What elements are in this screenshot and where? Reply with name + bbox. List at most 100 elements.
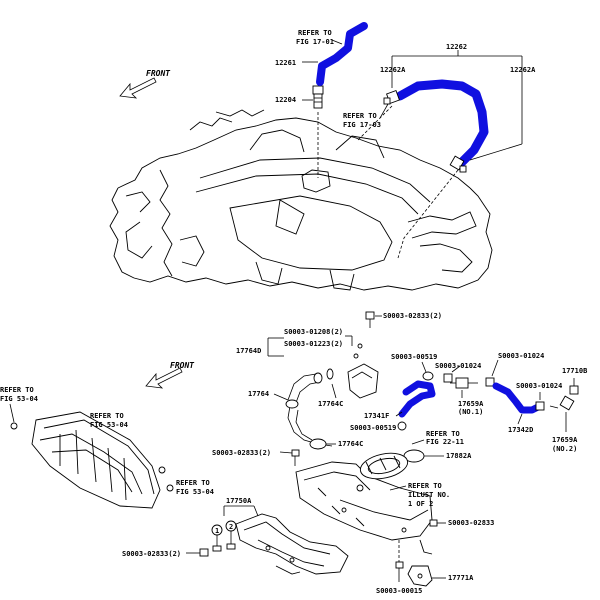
engine-outline bbox=[109, 109, 493, 291]
label-s0003-01024-c: S0003-01024 bbox=[516, 382, 562, 390]
callout-2: 2 bbox=[225, 520, 237, 532]
leader-01024-a bbox=[451, 365, 461, 373]
clamp-s0003-01024-a bbox=[443, 373, 453, 383]
refer-fig-53-04-low-line2: FIG 53-04 bbox=[176, 488, 214, 496]
label-s0003-01024-a: S0003-01024 bbox=[435, 362, 481, 370]
front-arrow-bottom: FRONT bbox=[145, 361, 195, 389]
hose-12261 bbox=[316, 22, 368, 86]
hose-17341F bbox=[398, 380, 436, 418]
label-s0003-00519-b: S0003-00519 bbox=[350, 424, 396, 432]
leader-17342D bbox=[517, 413, 523, 425]
label-12261: 12261 bbox=[275, 59, 296, 67]
label-17750A: 17750A bbox=[226, 497, 252, 505]
bracket-17764D bbox=[347, 343, 379, 399]
bracket-17771A bbox=[407, 565, 446, 587]
front-label-bottom: FRONT bbox=[170, 361, 195, 370]
clamp-17764C-b bbox=[309, 438, 336, 450]
label-s0003-00015: S0003-00015 bbox=[376, 587, 422, 595]
callout-2-label: 2 bbox=[229, 523, 233, 531]
bracket-12262 bbox=[379, 50, 523, 161]
refer-fig-22-11-line1: REFER TO bbox=[426, 430, 460, 438]
front-label-top: FRONT bbox=[146, 69, 171, 78]
label-17341F: 17341F bbox=[364, 412, 389, 420]
leader-01024-b bbox=[491, 359, 499, 377]
refer-illust-line1: REFER TO bbox=[408, 482, 442, 490]
leader-s0003-00519-a bbox=[421, 361, 427, 373]
leaders-top-left bbox=[302, 39, 343, 101]
clamp-s0003-00519-b bbox=[397, 421, 407, 431]
label-s0003-02833-r: S0003-02833 bbox=[448, 519, 494, 527]
bolt-s0003-02833-low bbox=[186, 548, 209, 557]
label-17771A: 17771A bbox=[448, 574, 474, 582]
label-17764C-a: 17764C bbox=[318, 400, 343, 408]
label-s0003-01208: S0003-01208(2) bbox=[284, 328, 343, 336]
fitting-17710B bbox=[569, 378, 579, 395]
callout-1-label: 1 bbox=[215, 527, 219, 535]
front-arrow-top: FRONT bbox=[119, 69, 171, 99]
label-s0003-02833-top: S0003-02833(2) bbox=[383, 312, 442, 320]
bolt-s0003-02833-mid bbox=[279, 449, 300, 466]
hose-12262 bbox=[395, 79, 489, 167]
clamp-s0003-01024-c bbox=[535, 401, 545, 411]
leader-17750A bbox=[223, 505, 259, 517]
label-s0003-01024-b: S0003-01024 bbox=[498, 352, 544, 360]
label-17659A-no1-line2: (NO.1) bbox=[458, 408, 483, 416]
label-s0003-01223: S0003-01223(2) bbox=[284, 340, 343, 348]
callout-1: 1 bbox=[211, 524, 223, 536]
label-17659A-no2-line1: 17659A bbox=[552, 436, 578, 444]
leader-17764 bbox=[273, 393, 289, 401]
refer-fig-17-03-line2: FIG 17-03 bbox=[343, 121, 381, 129]
refer-fig-53-04-mid-line1: REFER TO bbox=[90, 412, 124, 420]
leader-refer-illust bbox=[389, 485, 407, 491]
leader-17764D bbox=[267, 335, 353, 357]
label-s0003-00519-a: S0003-00519 bbox=[391, 353, 437, 361]
label-17710B: 17710B bbox=[562, 367, 587, 375]
undercover-panel bbox=[10, 411, 174, 509]
clamp-12262A-left bbox=[383, 90, 400, 105]
hose-17764 bbox=[285, 368, 334, 447]
bolt-s0003-02833-top bbox=[365, 311, 382, 328]
label-17342D: 17342D bbox=[508, 426, 533, 434]
refer-fig-53-04-left-line2: FIG 53-04 bbox=[0, 395, 38, 403]
leader-17764C-a bbox=[331, 383, 337, 399]
label-17659A-no2-line2: (NO.2) bbox=[552, 445, 577, 453]
valve-17659A-no2 bbox=[549, 395, 575, 411]
refer-illust-line3: 1 OF 2 bbox=[408, 500, 433, 508]
leader-17341F bbox=[395, 411, 403, 417]
refer-fig-17-01-line1: REFER TO bbox=[298, 29, 332, 37]
valve-17659A-no1 bbox=[450, 377, 478, 389]
refer-fig-17-01-line2: FIG 17-01 bbox=[296, 38, 334, 46]
duct-17750A bbox=[235, 513, 349, 575]
label-17882A: 17882A bbox=[446, 452, 472, 460]
hose-17342D bbox=[492, 382, 544, 414]
grommets-lower bbox=[212, 531, 236, 552]
refer-fig-22-11-line2: FIG 22-11 bbox=[426, 438, 464, 446]
air-intake-assembly bbox=[295, 452, 433, 555]
bolt-s0003-02833-right bbox=[429, 519, 446, 527]
label-12262A-right: 12262A bbox=[510, 66, 536, 74]
leader-fig-53-04-left bbox=[9, 403, 15, 423]
bolt-s0003-00015 bbox=[395, 540, 404, 582]
label-17659A-no1-line1: 17659A bbox=[458, 400, 484, 408]
label-s0003-02833-low: S0003-02833(2) bbox=[122, 550, 181, 558]
label-17764D: 17764D bbox=[236, 347, 261, 355]
label-12262A-left: 12262A bbox=[380, 66, 406, 74]
label-12262: 12262 bbox=[446, 43, 467, 51]
leader-fig-22-11 bbox=[411, 439, 425, 445]
label-17764C-b: 17764C bbox=[338, 440, 363, 448]
pcv-valve-12204 bbox=[312, 85, 324, 109]
clamp-17882A bbox=[403, 449, 444, 463]
clamp-12262A-right bbox=[449, 155, 467, 173]
refer-fig-17-03-line1: REFER TO bbox=[343, 112, 377, 120]
refer-fig-53-04-mid-line2: FIG 53-04 bbox=[90, 421, 128, 429]
refer-fig-53-04-left-line1: REFER TO bbox=[0, 386, 34, 394]
top-dash-lines bbox=[317, 105, 459, 259]
refer-illust-line2: ILLUST NO. bbox=[408, 491, 450, 499]
label-s0003-02833-mid: S0003-02833(2) bbox=[212, 449, 271, 457]
clamp-s0003-00519-a bbox=[422, 371, 434, 381]
label-12204: 12204 bbox=[275, 96, 296, 104]
label-17764: 17764 bbox=[248, 390, 269, 398]
refer-fig-53-04-low-line1: REFER TO bbox=[176, 479, 210, 487]
